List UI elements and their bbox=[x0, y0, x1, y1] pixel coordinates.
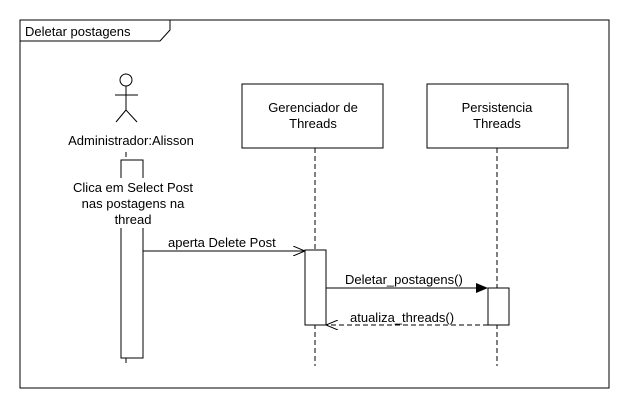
lifeline-head-gerenciador bbox=[241, 83, 384, 149]
lifeline-label-1-line-2: Threads bbox=[289, 116, 337, 131]
message-2-label: Deletar_postagens() bbox=[345, 272, 463, 287]
lifeline-label-2-line-2: Threads bbox=[473, 116, 521, 131]
lifeline-label-1-line-1: Gerenciador de bbox=[268, 100, 358, 115]
note-line-2: nas postagens na bbox=[82, 196, 185, 211]
lifeline-gerenciador-threads: Gerenciador de Threads bbox=[241, 83, 384, 366]
action-note: Clica em Select Post nas postagens na th… bbox=[68, 178, 200, 228]
message-1-label: aperta Delete Post bbox=[168, 235, 276, 250]
note-line-3: thread bbox=[115, 212, 152, 227]
stick-figure-icon bbox=[115, 73, 138, 123]
message-3-label: atualiza_threads() bbox=[350, 310, 454, 325]
frame-title-tab bbox=[20, 19, 171, 42]
message-atualiza-threads: atualiza_threads() bbox=[327, 310, 488, 325]
actor-name: Administrador:Alisson bbox=[68, 133, 194, 148]
lifeline-label-2-line-1: Persistencia bbox=[462, 100, 534, 115]
message-deletar-postagens: Deletar_postagens() bbox=[326, 272, 488, 293]
frame-title: Deletar postagens bbox=[25, 24, 131, 39]
activation-bar-gerenciador bbox=[304, 249, 327, 326]
actor-administrador: Administrador:Alisson bbox=[68, 73, 194, 148]
activation-bar-persistencia bbox=[487, 287, 510, 326]
lifeline-persistencia-threads: Persistencia Threads bbox=[426, 83, 569, 366]
message-aperta-delete-post: aperta Delete Post bbox=[143, 235, 304, 251]
diagram-frame: Deletar postagens bbox=[19, 19, 610, 389]
note-line-1: Clica em Select Post bbox=[73, 180, 193, 195]
